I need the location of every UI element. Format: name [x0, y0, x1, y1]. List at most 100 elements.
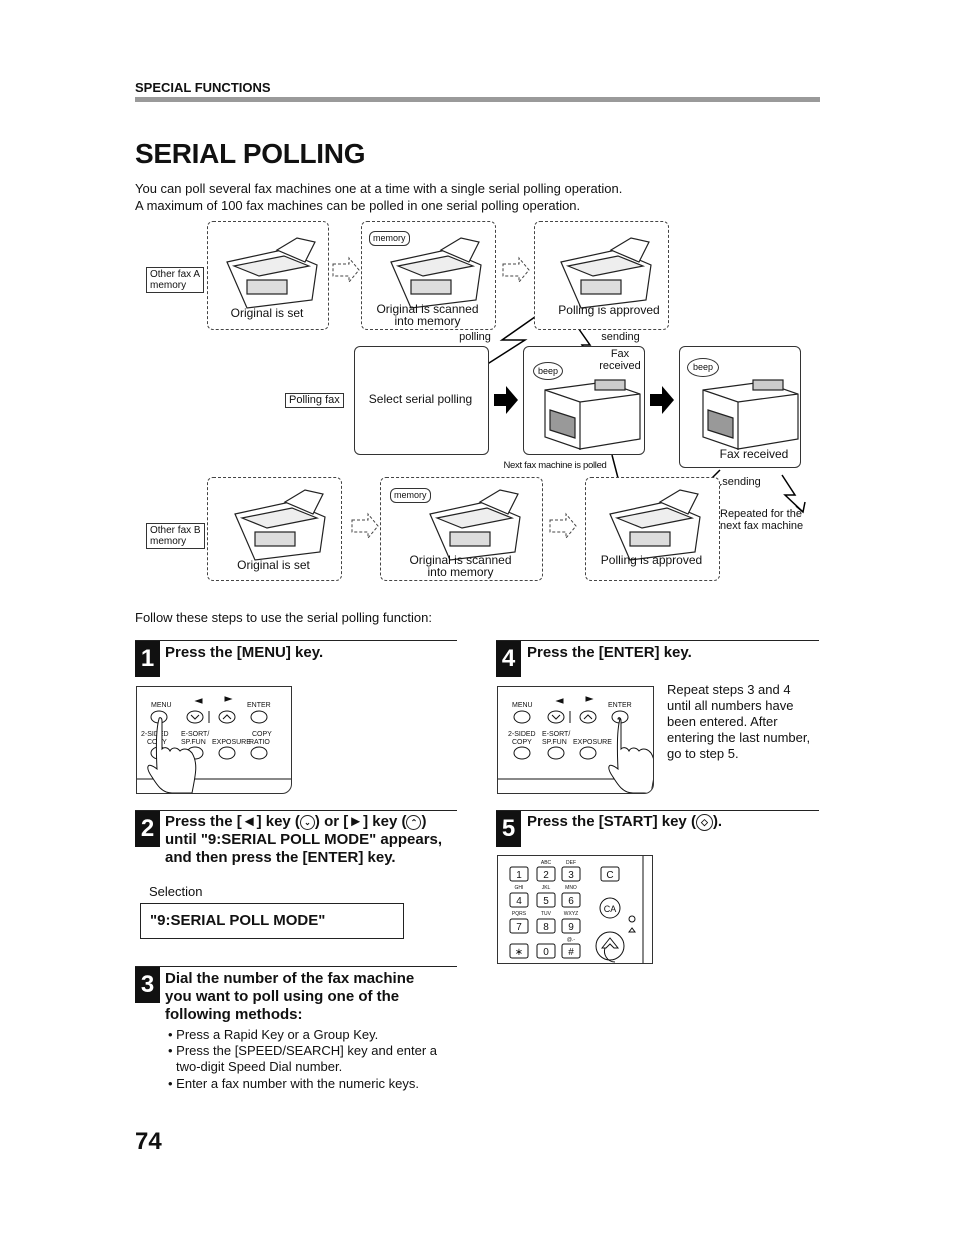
svg-text:JKL: JKL	[542, 885, 551, 891]
start-key-icon: ◇	[695, 813, 713, 831]
operation-panel-step4: MENU ENTER 2-SIDED COPY E-SORT/ SP.FUN E…	[497, 686, 654, 794]
svg-text:MENU: MENU	[512, 702, 533, 709]
label-approved-a: Polling is approved	[558, 303, 660, 317]
step3-rule	[135, 966, 457, 967]
step1-number: 1	[135, 641, 160, 677]
label-next-fax-polled: Next fax machine is polled	[503, 460, 607, 471]
step5-number: 5	[496, 811, 521, 847]
svg-text:ENTER: ENTER	[608, 702, 632, 709]
select-serial-polling-box	[354, 346, 489, 455]
selection-display: "9:SERIAL POLL MODE"	[140, 903, 404, 939]
svg-text:9: 9	[568, 922, 574, 933]
beep-bubble-1: beep	[533, 362, 563, 380]
svg-text:#: #	[568, 947, 574, 958]
svg-text:DEF: DEF	[566, 860, 576, 866]
svg-text:MENU: MENU	[151, 702, 172, 709]
svg-text:ABC: ABC	[541, 860, 552, 866]
keypad-panel: ABC DEF GHI JKL MNO PQRS TUV WXYZ @.- 1 …	[497, 855, 653, 964]
svg-text:EXPOSURE: EXPOSURE	[212, 739, 251, 746]
svg-text:∗: ∗	[515, 947, 523, 958]
svg-text:SP.FUN: SP.FUN	[542, 739, 567, 746]
step2-rule	[135, 810, 457, 811]
svg-text:@.-: @.-	[567, 937, 575, 943]
label-approved-b: Polling is approved	[600, 553, 703, 567]
polling-fax-tag: Polling fax	[285, 393, 344, 408]
page-title: SERIAL POLLING	[135, 138, 366, 169]
follow-steps-text: Follow these steps to use the serial pol…	[135, 610, 433, 625]
svg-text:6: 6	[568, 896, 574, 907]
svg-text:E-SORT/: E-SORT/	[542, 731, 570, 738]
label-sending-bottom: sending	[722, 476, 761, 488]
left-arrow-icon: ◄	[241, 813, 257, 830]
page-number: 74	[135, 1128, 162, 1155]
step4-rule	[496, 640, 819, 641]
panel-drawing: MENU ENTER 2-SIDED COPY E-SORT/ SP.FUN E…	[137, 696, 291, 793]
step2-number: 2	[135, 811, 160, 847]
step5-rule	[496, 810, 819, 811]
svg-text:COPY: COPY	[512, 739, 532, 746]
svg-text:C: C	[606, 870, 613, 881]
label-original-set-a: Original is set	[230, 306, 304, 320]
right-arrow-icon: ►	[348, 813, 364, 830]
step4-number: 4	[496, 641, 521, 677]
bullet-rapid-key: • Press a Rapid Key or a Group Key.	[168, 1027, 379, 1042]
svg-text:4: 4	[516, 896, 522, 907]
svg-text:8: 8	[543, 922, 549, 933]
label-original-set-b: Original is set	[237, 558, 310, 572]
fax-machine-illustrations	[226, 237, 799, 561]
svg-text:GHI: GHI	[515, 885, 524, 891]
operation-panel-step1: MENU ENTER 2-SIDED COPY E-SORT/ SP.FUN E…	[136, 686, 292, 794]
intro-text: You can poll several fax machines one at…	[135, 181, 623, 213]
bullet-numeric-keys: • Enter a fax number with the numeric ke…	[168, 1076, 419, 1091]
down-key-icon: ⌄	[299, 814, 315, 830]
up-key-icon: ⌃	[406, 814, 422, 830]
svg-text:ENTER: ENTER	[247, 702, 271, 709]
step2-title: Press the [◄] key (⌄) or [►] key (⌃) unt…	[165, 813, 443, 866]
svg-text:1: 1	[516, 870, 522, 881]
label-fax-received: Fax received	[719, 447, 789, 461]
svg-text:COPY: COPY	[252, 731, 272, 738]
memory-tag-b: memory	[390, 488, 431, 503]
svg-text:0: 0	[543, 947, 549, 958]
step1-rule	[135, 640, 457, 641]
memory-tag-a: memory	[369, 231, 410, 246]
keypad-drawing: ABC DEF GHI JKL MNO PQRS TUV WXYZ @.- 1 …	[509, 856, 644, 963]
svg-text:3: 3	[568, 870, 574, 881]
bullet-speed-search-cont: two-digit Speed Dial number.	[176, 1059, 343, 1074]
svg-text:MNO: MNO	[565, 885, 577, 891]
step3-number: 3	[135, 967, 160, 1003]
section-header: SPECIAL FUNCTIONS	[135, 80, 271, 95]
svg-text:E-SORT/: E-SORT/	[181, 731, 209, 738]
step4-title: Press the [ENTER] key.	[527, 644, 692, 661]
svg-text:EXPOSURE: EXPOSURE	[573, 739, 612, 746]
step1-title: Press the [MENU] key.	[165, 644, 324, 661]
label-select-serial-polling: Select serial polling	[368, 392, 473, 406]
beep-bubble-2: beep	[687, 358, 719, 377]
header-rule	[135, 97, 820, 102]
svg-text:PQRS: PQRS	[512, 911, 527, 917]
svg-text:2-SIDED: 2-SIDED	[141, 731, 169, 738]
svg-text:WXYZ: WXYZ	[564, 911, 578, 917]
selection-label: Selection	[149, 884, 203, 899]
step5-title: Press the [START] key (◇).	[527, 813, 723, 831]
svg-text:5: 5	[543, 896, 549, 907]
label-polling: polling	[459, 331, 491, 343]
svg-text:TUV: TUV	[541, 911, 552, 917]
panel-drawing-enter: MENU ENTER 2-SIDED COPY E-SORT/ SP.FUN E…	[498, 696, 653, 793]
label-sending-top: sending	[601, 331, 640, 343]
bullet-speed-search: • Press the [SPEED/SEARCH] key and enter…	[168, 1043, 438, 1058]
svg-text:7: 7	[516, 922, 522, 933]
svg-text:RATIO: RATIO	[249, 739, 270, 746]
svg-text:2: 2	[543, 870, 549, 881]
svg-text:SP.FUN: SP.FUN	[181, 739, 206, 746]
svg-text:2-SIDED: 2-SIDED	[508, 731, 536, 738]
